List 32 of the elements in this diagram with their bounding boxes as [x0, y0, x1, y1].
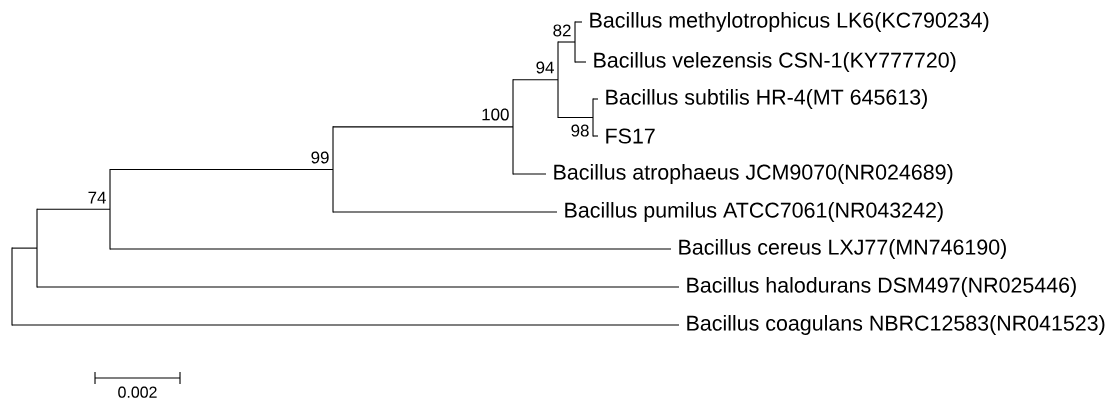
taxon-label: Bacillus pumilus ATCC7061(NR043242) — [565, 202, 943, 222]
horizontal-branch — [109, 168, 334, 170]
horizontal-branch — [592, 135, 599, 137]
horizontal-branch — [574, 61, 587, 63]
horizontal-branch — [592, 98, 599, 100]
horizontal-branch — [332, 211, 558, 213]
taxon-label: Bacillus halodurans DSM497(NR025446) — [687, 277, 1076, 297]
bootstrap-value: 98 — [571, 124, 589, 137]
horizontal-branch — [512, 79, 559, 81]
taxon-label: Bacillus methylotrophicus LK6(KC790234) — [590, 12, 989, 32]
horizontal-branch — [11, 247, 38, 249]
horizontal-branch — [36, 208, 111, 210]
horizontal-branch — [332, 126, 514, 128]
horizontal-branch — [557, 41, 576, 43]
taxon-label: Bacillus cereus LXJ77(MN746190) — [679, 239, 1006, 259]
horizontal-branch — [109, 248, 672, 250]
taxon-label: Bacillus subtilis HR-4(MT 645613) — [606, 89, 927, 109]
horizontal-branch — [11, 324, 680, 326]
bootstrap-value: 82 — [553, 24, 571, 37]
taxon-label: Bacillus velezensis CSN-1(KY777720) — [594, 52, 956, 72]
bootstrap-value: 94 — [536, 61, 554, 74]
horizontal-branch — [36, 286, 680, 288]
scale-label: 0.002 — [118, 386, 157, 398]
horizontal-branch — [574, 21, 583, 23]
taxon-label: Bacillus coagulans NBRC12583(NR041523) — [687, 315, 1105, 335]
bootstrap-value: 99 — [311, 151, 329, 164]
bootstrap-value: 74 — [88, 191, 106, 204]
taxon-label: FS17 — [606, 128, 655, 144]
taxon-label: Bacillus atrophaeus JCM9070(NR024689) — [554, 164, 953, 184]
horizontal-branch — [512, 173, 547, 175]
horizontal-branch — [557, 116, 594, 119]
bootstrap-value: 100 — [482, 108, 509, 121]
